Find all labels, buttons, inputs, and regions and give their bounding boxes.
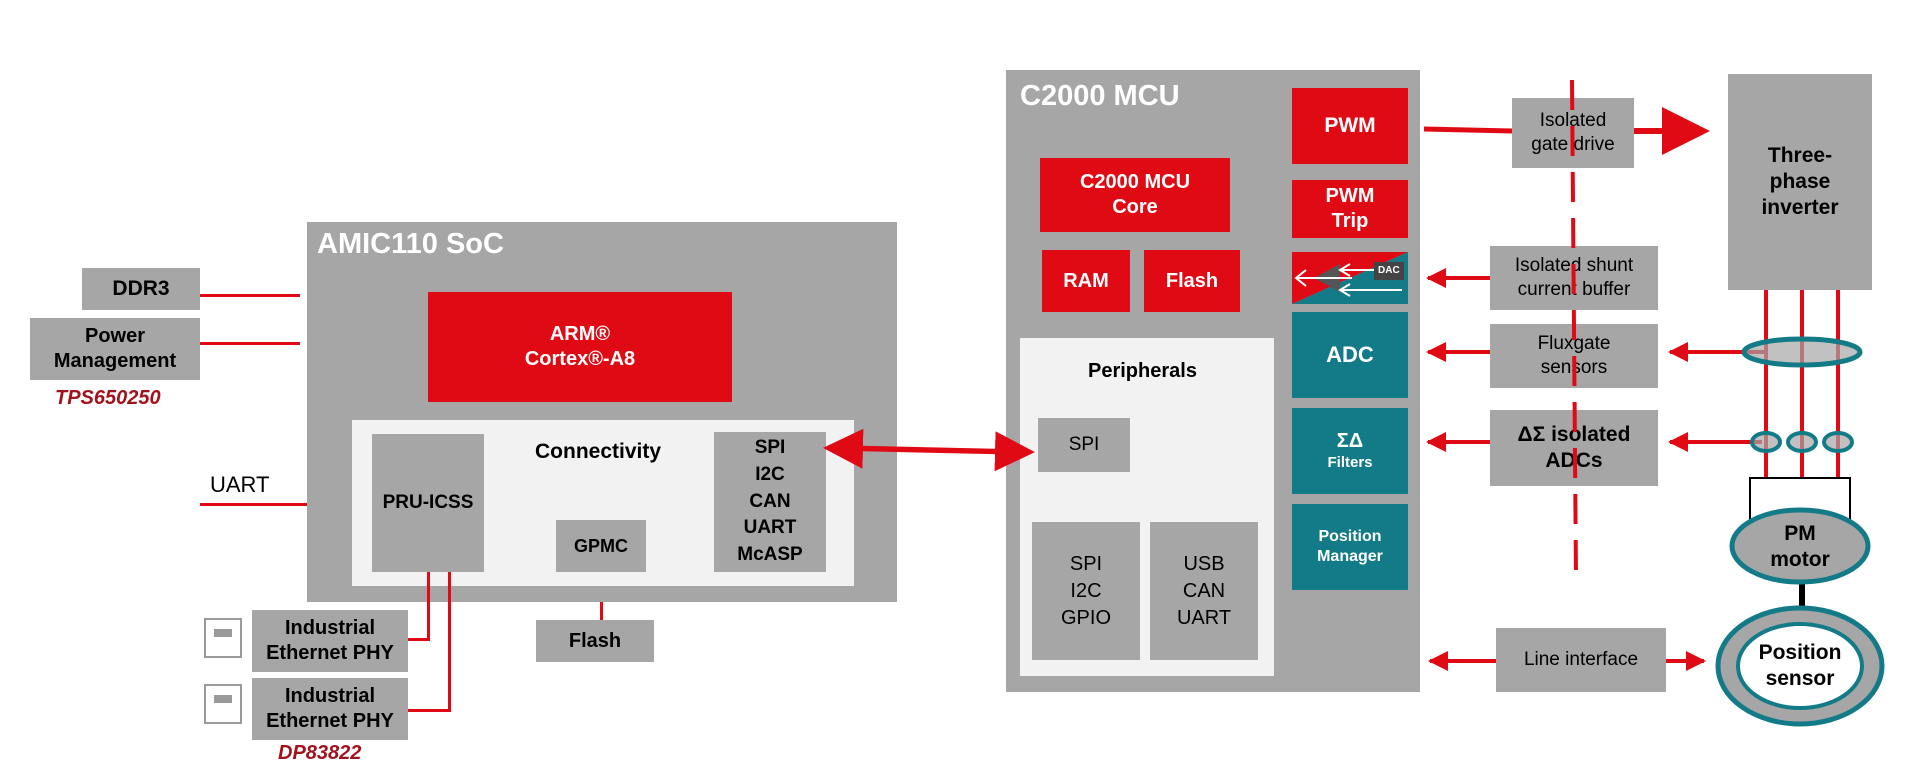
dac-label: DAC xyxy=(1378,265,1400,276)
uart-label: UART xyxy=(210,472,270,497)
soc-serial-interfaces-block: SPI I2C CAN UART McASP xyxy=(714,432,826,572)
pru-eth2-wire xyxy=(408,709,451,712)
ethernet-port-icon xyxy=(204,684,242,724)
adc-block: ADC xyxy=(1292,312,1408,398)
uart-wire xyxy=(200,503,372,506)
ethernet-phy-block-1: Industrial Ethernet PHY xyxy=(252,610,408,672)
ethernet-phy-block-2: Industrial Ethernet PHY xyxy=(252,678,408,740)
mcu-spi-block: SPI xyxy=(1038,418,1130,472)
tps650250-label: TPS650250 xyxy=(55,387,161,409)
isolated-shunt-buffer-block: Isolated shunt current buffer xyxy=(1490,246,1658,310)
peripherals-label: Peripherals xyxy=(1088,360,1197,382)
ddr3-block: DDR3 xyxy=(82,268,200,310)
sigma-delta-label: ΣΔ xyxy=(1336,430,1364,453)
position-sensor-label: Position sensor xyxy=(1758,640,1842,690)
gpmc-flash-wire xyxy=(600,602,603,620)
isolation-barrier xyxy=(1570,79,1578,579)
connectivity-label: Connectivity xyxy=(535,440,662,463)
soc-title: AMIC110 SoC xyxy=(317,228,504,260)
mcu-usb-can-uart-block: USB CAN UART xyxy=(1150,522,1258,660)
three-phase-inverter-block: Three- phase inverter xyxy=(1728,74,1872,290)
position-sensor-inner xyxy=(1736,622,1864,710)
pwm-gate-wire xyxy=(1423,126,1513,134)
mcu-title: C2000 MCU xyxy=(1020,80,1180,112)
pru-eth1-wire xyxy=(408,638,430,641)
pru-eth2-wire xyxy=(448,572,451,712)
pm-motor-shape xyxy=(1729,507,1871,585)
filters-label: Filters xyxy=(1327,454,1373,472)
fluxgate-ring xyxy=(1741,336,1863,368)
pru-eth1-wire xyxy=(427,572,430,640)
pm-motor-label: PM motor xyxy=(1770,521,1830,571)
line-interface-block: Line interface xyxy=(1496,628,1666,692)
comparator-dac-block: DAC xyxy=(1292,252,1408,304)
pwm-trip-block: PWM Trip xyxy=(1292,180,1408,238)
power-management-block: Power Management xyxy=(30,318,200,380)
c2000-core-block: C2000 MCU Core xyxy=(1040,158,1230,232)
soc-flash-block: Flash xyxy=(536,620,654,662)
pru-icss-block: PRU-ICSS xyxy=(372,434,484,572)
mcu-ram-block: RAM xyxy=(1042,250,1130,312)
ddr3-wire xyxy=(200,294,300,297)
mcu-flash-block: Flash xyxy=(1144,250,1240,312)
arm-cortex-a8-block: ARM® Cortex®-A8 xyxy=(428,292,732,402)
gpmc-block: GPMC xyxy=(556,520,646,572)
power-wire xyxy=(200,342,300,345)
mcu-spi-i2c-gpio-block: SPI I2C GPIO xyxy=(1032,522,1140,660)
position-manager-block: Position Manager xyxy=(1292,504,1408,590)
sigma-delta-filters-block: ΣΔ Filters xyxy=(1292,408,1408,494)
comparator-icon xyxy=(1292,252,1408,304)
dp83822-label: DP83822 xyxy=(278,742,362,764)
ethernet-port-icon xyxy=(204,618,242,658)
pwm-block: PWM xyxy=(1292,88,1408,164)
